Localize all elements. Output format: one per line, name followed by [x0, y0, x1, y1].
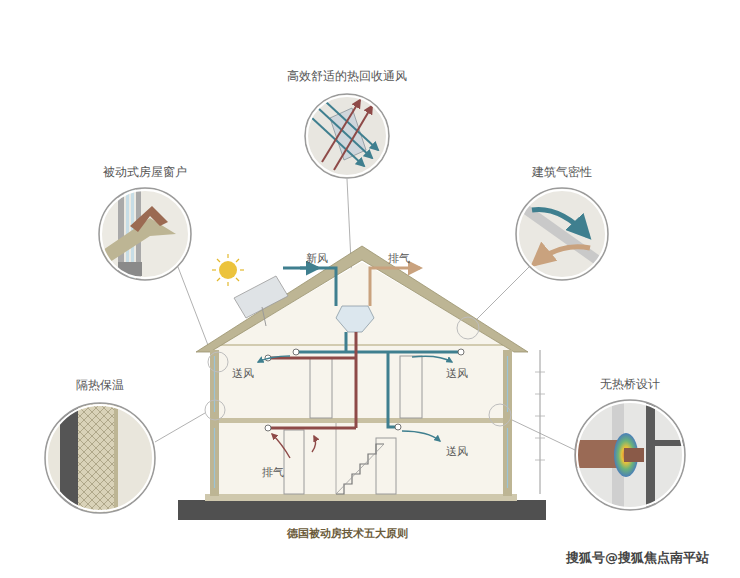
watermark: 搜狐号@搜狐焦点南平站 — [566, 551, 709, 564]
air-label: 送风 — [446, 367, 468, 380]
circle-outline — [44, 402, 156, 514]
caption: 德国被动房技术五大原则 — [287, 527, 408, 540]
circle-outline — [304, 93, 390, 179]
circle-outline — [574, 399, 686, 511]
air-label: 送风 — [446, 445, 468, 458]
callout-circle: 隔热保温 — [44, 402, 156, 514]
callout-circle: 被动式房屋窗户 — [98, 187, 192, 281]
air-label: 送风 — [232, 367, 254, 380]
callout-heading: 被动式房屋窗户 — [103, 165, 187, 179]
callout-circle: 高效舒适的热回收通风 — [304, 93, 390, 179]
callout-heading: 建筑气密性 — [532, 165, 592, 179]
callout-heading: 无热桥设计 — [600, 377, 660, 391]
air-label: 排气 — [388, 252, 410, 265]
air-label: 新风 — [306, 252, 328, 265]
callout-heading: 高效舒适的热回收通风 — [287, 69, 407, 83]
callout-circle: 无热桥设计 — [574, 399, 686, 511]
callout-circle: 建筑气密性 — [515, 187, 609, 281]
circle-outline — [515, 187, 609, 281]
callout-heading: 隔热保温 — [76, 378, 124, 392]
circle-outline — [98, 187, 192, 281]
air-label: 排气 — [262, 466, 284, 479]
